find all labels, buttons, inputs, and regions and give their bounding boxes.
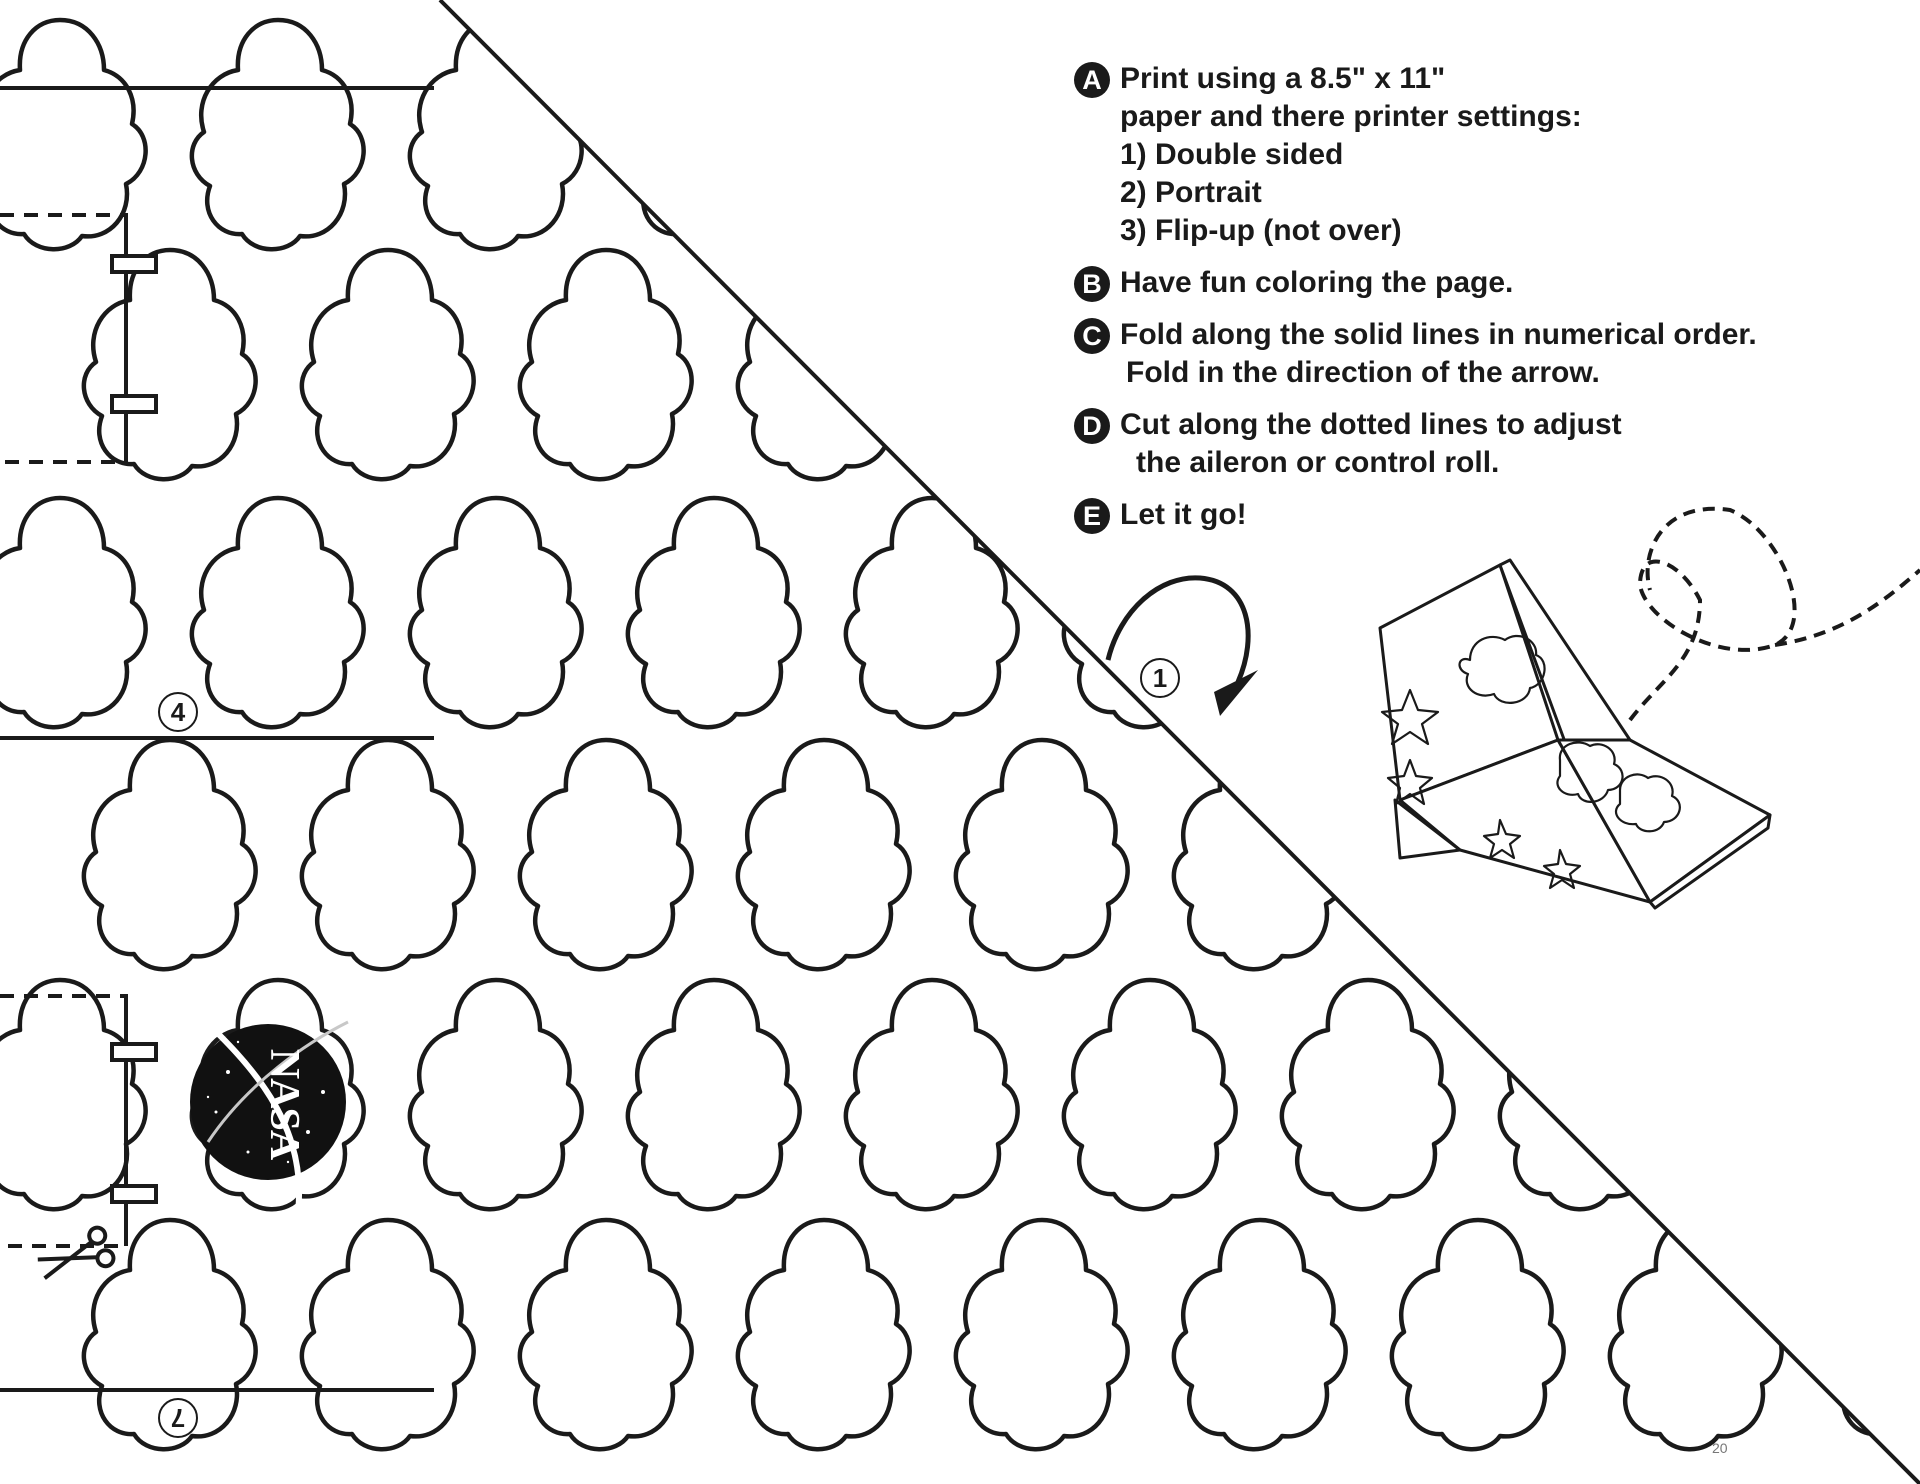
aileron-top [0, 213, 158, 464]
cloud-shape [84, 740, 256, 969]
cloud-shape [1718, 980, 1890, 1209]
step-b: B Have fun coloring the page. [1074, 264, 1894, 302]
cloud-shape [1500, 980, 1672, 1209]
cloud-shape [520, 740, 692, 969]
diagonal-edge [438, 0, 1920, 1484]
cloud-shape [846, 980, 1018, 1209]
step-c: C Fold along the solid lines in numerica… [1074, 316, 1894, 392]
cloud-shape [1828, 1220, 1920, 1449]
step-a-line-2: paper and there printer settings: [1120, 100, 1582, 133]
step-a-line-1: Print using a 8.5" x 11" [1120, 62, 1446, 95]
step-d-line-1: Cut along the dotted lines to adjust [1120, 408, 1622, 441]
step-a-line-4: 2) Portrait [1120, 176, 1262, 209]
nasa-wordmark: NASA [261, 1048, 307, 1160]
cloud-shape [956, 740, 1128, 969]
cloud-shape [1174, 1220, 1346, 1449]
cloud-shape [192, 498, 364, 727]
paper-airplane-illustration [1378, 558, 1772, 910]
step-a-badge: A [1074, 62, 1110, 98]
nasa-logo [190, 1011, 349, 1213]
cloud-shape [520, 1220, 692, 1449]
cloud-shape [410, 498, 582, 727]
cloud-shape [410, 980, 582, 1209]
cloud-shape [302, 250, 474, 479]
fold-marker-7: 7 [158, 1398, 198, 1438]
step-d-line-2: the aileron or control roll. [1136, 446, 1500, 479]
scissors-icon [37, 1225, 116, 1280]
step-e-text: Let it go! [1120, 496, 1247, 534]
step-a-line-5: 3) Flip-up (not over) [1120, 214, 1402, 247]
step-e-line-1: Let it go! [1120, 498, 1247, 531]
page-number: 20 [1712, 1440, 1728, 1456]
step-d-badge: D [1074, 408, 1110, 444]
cloud-shape [0, 980, 146, 1209]
cloud-shape [192, 20, 364, 249]
step-c-line-1: Fold along the solid lines in numerical … [1120, 318, 1757, 351]
cloud-shape [628, 980, 800, 1209]
cloud-shape [302, 1220, 474, 1449]
step-a-line-3: 1) Double sided [1120, 138, 1344, 171]
curved-arrow-icon [1105, 575, 1258, 716]
step-c-badge: C [1074, 318, 1110, 354]
fold-marker-4: 4 [158, 692, 198, 732]
cloud-shape [1064, 980, 1236, 1209]
step-b-line-1: Have fun coloring the page. [1120, 266, 1514, 299]
cloud-shape [846, 498, 1018, 727]
step-d-text: Cut along the dotted lines to adjust the… [1120, 406, 1622, 482]
cloud-shape [628, 498, 800, 727]
cloud-shape [846, 20, 1018, 249]
cloud-shape [520, 250, 692, 479]
step-a-text: Print using a 8.5" x 11" paper and there… [1120, 60, 1582, 250]
cloud-shape [302, 740, 474, 969]
cloud-shape [1174, 740, 1346, 969]
cloud-shape [1828, 740, 1920, 969]
instructions-panel: A Print using a 8.5" x 11" paper and the… [1074, 60, 1894, 548]
cloud-shape [738, 1220, 910, 1449]
cloud-shape [1392, 1220, 1564, 1449]
cloud-shape [738, 740, 910, 969]
nasa-logo-text: NASA [188, 1022, 348, 1182]
step-e: E Let it go! [1074, 496, 1894, 534]
cloud-shape [1610, 1220, 1782, 1449]
cloud-shape [84, 250, 256, 479]
fold-marker-1: 1 [1140, 658, 1180, 698]
cloud-shape [956, 1220, 1128, 1449]
dotted-flight-path [1628, 506, 1920, 722]
cloud-shape [0, 498, 146, 727]
step-a: A Print using a 8.5" x 11" paper and the… [1074, 60, 1894, 250]
step-b-text: Have fun coloring the page. [1120, 264, 1513, 302]
cloud-shape [1282, 980, 1454, 1209]
step-b-badge: B [1074, 266, 1110, 302]
step-c-text: Fold along the solid lines in numerical … [1120, 316, 1757, 392]
step-c-line-2: Fold in the direction of the arrow. [1126, 356, 1600, 389]
step-d: D Cut along the dotted lines to adjust t… [1074, 406, 1894, 482]
step-e-badge: E [1074, 498, 1110, 534]
aileron-bottom [0, 994, 158, 1248]
